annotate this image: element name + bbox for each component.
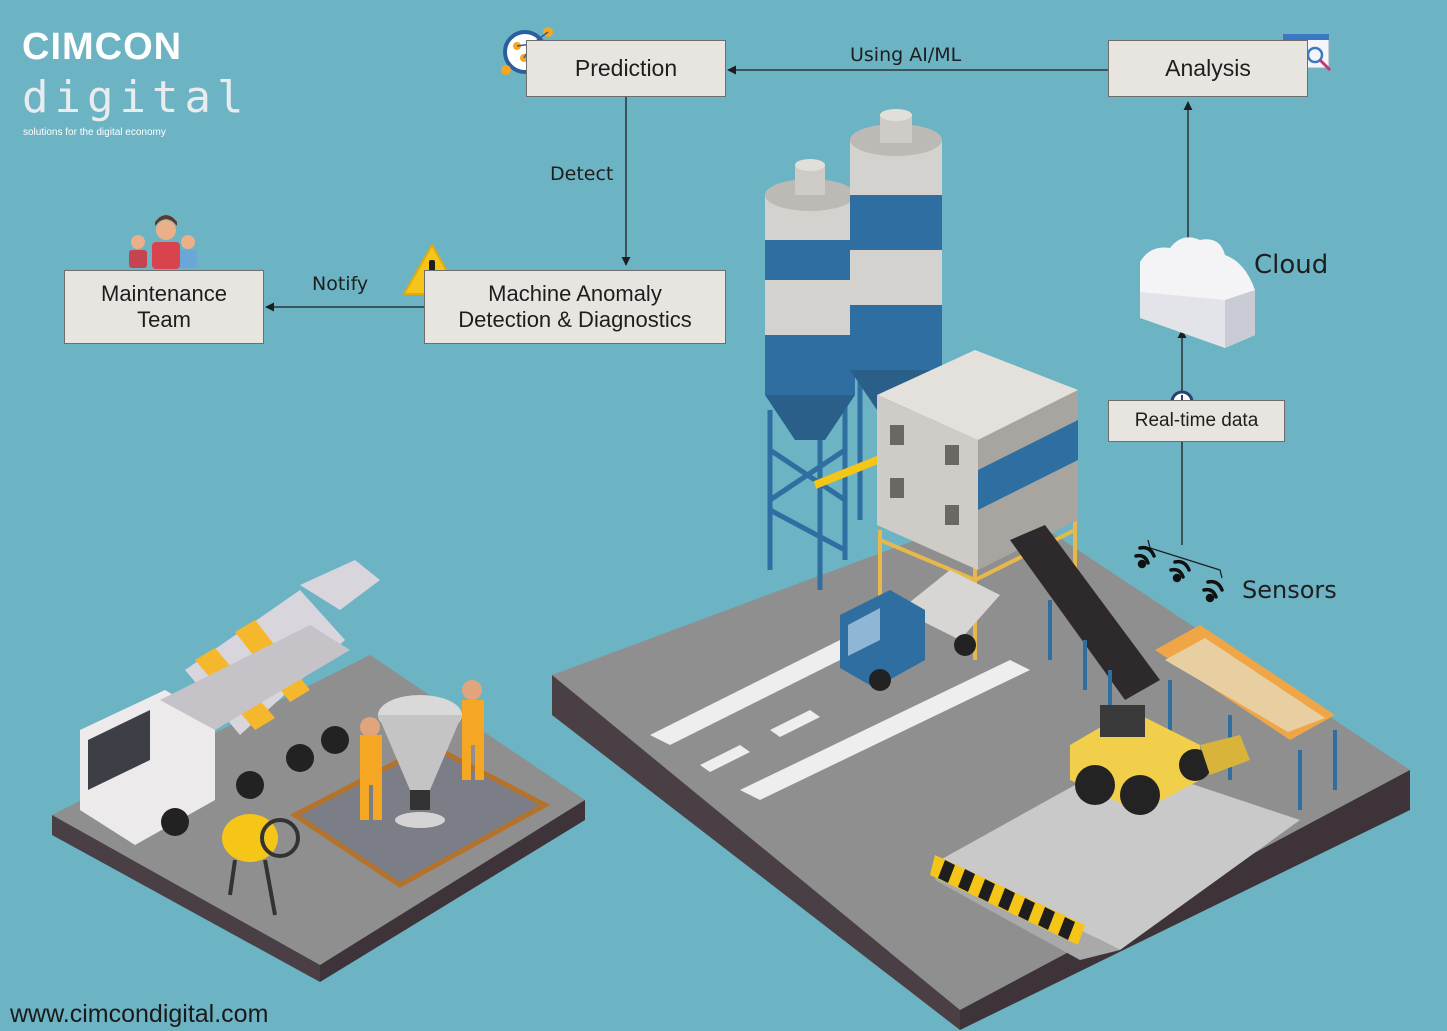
node-maintenance: Maintenance Team — [64, 270, 264, 344]
brand-tagline: solutions for the digital economy — [23, 127, 166, 138]
hazard-stripes — [930, 855, 1085, 945]
construction-mixer-truck — [80, 560, 380, 845]
team-icon — [129, 215, 197, 269]
node-anomaly: Machine Anomaly Detection & Diagnostics — [424, 270, 726, 344]
cloud-icon — [1140, 237, 1255, 348]
connectors — [265, 65, 1223, 579]
node-anomaly-line1: Machine Anomaly — [488, 280, 662, 306]
brand-sub: digital — [22, 72, 250, 123]
node-analysis: Analysis — [1108, 40, 1308, 97]
website-url: www.cimcondigital.com — [10, 1000, 269, 1028]
node-maintenance-line1: Maintenance — [101, 280, 227, 306]
brand-name: CIMCON — [22, 26, 183, 68]
node-prediction: Prediction — [526, 40, 726, 97]
node-realtime: Real-time data — [1108, 400, 1285, 442]
sensor-bracket — [1147, 539, 1223, 579]
conveyor — [1010, 525, 1160, 710]
node-sensors-label: Sensors — [1242, 576, 1337, 604]
node-analysis-label: Analysis — [1165, 54, 1251, 81]
node-cloud-label: Cloud — [1254, 250, 1329, 280]
plant-building — [877, 350, 1078, 660]
edge-label-notify: Notify — [312, 273, 369, 295]
edge-label-detect: Detect — [550, 163, 614, 185]
plant-mixer-truck — [840, 570, 1000, 691]
node-anomaly-line2: Detection & Diagnostics — [458, 307, 692, 332]
workers — [360, 680, 484, 820]
wheel-loader — [1070, 705, 1250, 815]
node-prediction-label: Prediction — [574, 54, 678, 81]
wifi-sensor-icon — [1134, 545, 1224, 603]
node-realtime-label: Real-time data — [1134, 409, 1259, 431]
node-maintenance-line2: Team — [137, 307, 191, 332]
edge-label-using-ai: Using AI/ML — [850, 44, 962, 66]
concrete-hopper — [378, 695, 462, 828]
cement-mixer — [222, 814, 300, 916]
